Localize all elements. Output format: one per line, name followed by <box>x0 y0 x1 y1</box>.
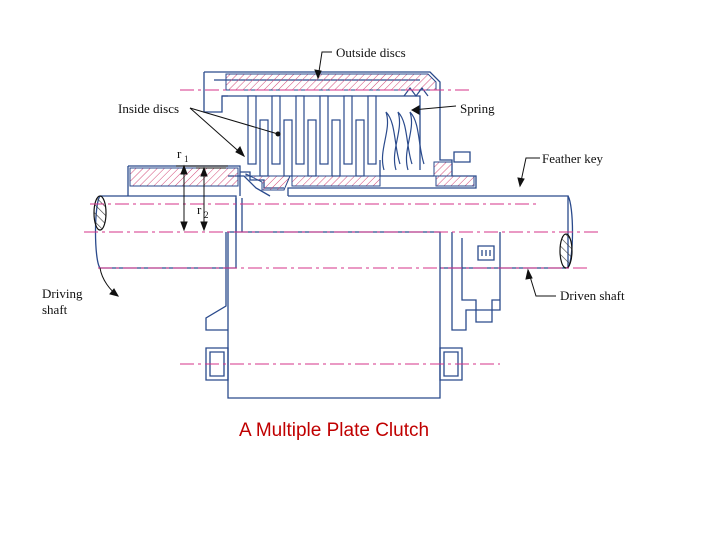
hatched-sections <box>129 73 475 191</box>
driven-shaft-end <box>559 233 573 269</box>
housing-bolt-right <box>439 347 463 381</box>
inside-disc <box>307 119 317 177</box>
driving-shaft-label-line1: Driving <box>42 286 83 301</box>
inside-discs <box>259 119 365 177</box>
r1-label: r <box>177 146 182 161</box>
inside-disc <box>331 119 341 177</box>
outside-disc <box>319 95 329 165</box>
figure-caption: A Multiple Plate Clutch <box>238 420 430 441</box>
outside-discs-label: Outside discs <box>336 45 406 60</box>
driving-shaft-label-line2: shaft <box>42 302 68 317</box>
inside-discs-label: Inside discs <box>118 101 179 116</box>
inside-disc <box>283 119 293 177</box>
driven-shaft-label: Driven shaft <box>560 288 625 303</box>
housing-body <box>227 231 441 399</box>
r2-subscript: 2 <box>204 210 209 220</box>
r1-subscript: 1 <box>184 154 189 164</box>
hub-hatch-driven <box>291 175 381 187</box>
spring <box>381 87 429 171</box>
casing-hatch-top <box>225 73 437 91</box>
outside-discs <box>247 95 377 165</box>
outside-disc <box>295 95 305 165</box>
driven-hub-hatch <box>435 175 475 187</box>
driven-hub-lower <box>451 232 501 331</box>
driving-flange <box>205 232 228 331</box>
outside-disc <box>247 95 257 165</box>
spring-label: Spring <box>460 101 495 116</box>
inner-hub <box>128 165 241 196</box>
housing-bolt-left <box>205 347 229 381</box>
radius-dimensions <box>176 164 228 232</box>
key-bolt <box>477 245 495 261</box>
driving-shaft-end <box>93 195 107 231</box>
feather-key-label: Feather key <box>542 151 604 166</box>
inside-disc <box>259 119 269 177</box>
outside-disc <box>271 95 281 165</box>
outside-disc <box>367 95 377 165</box>
leader-lines <box>99 51 556 297</box>
inside-disc <box>355 119 365 177</box>
collar-hatch-right <box>433 161 453 177</box>
hub-hatch-collar <box>245 173 291 191</box>
outside-disc <box>343 95 353 165</box>
centerlines <box>84 89 600 365</box>
r2-label: r <box>197 202 202 217</box>
